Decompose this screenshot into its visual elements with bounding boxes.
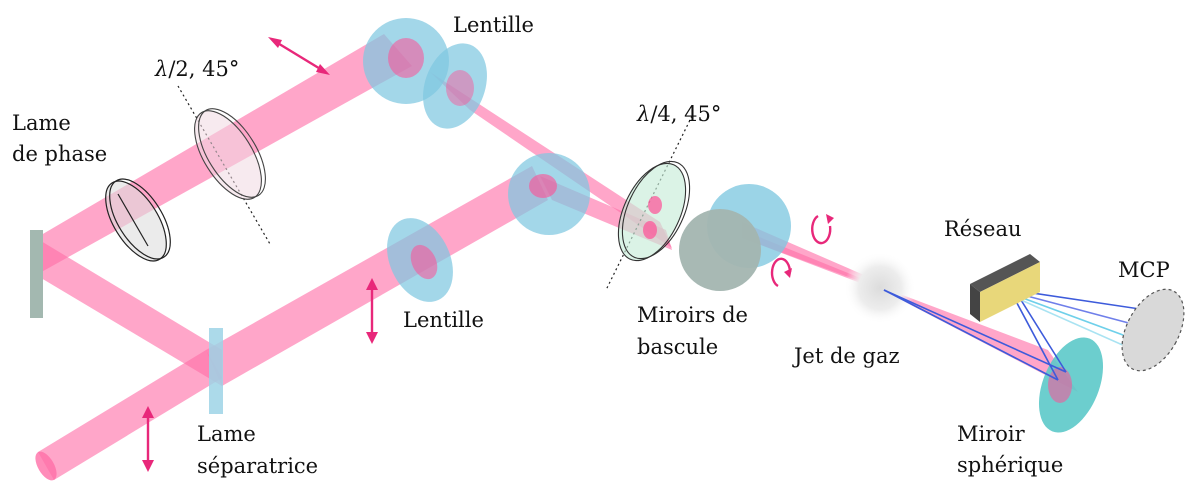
lambda-symbol-2: λ: [637, 102, 650, 126]
label-lentille-top: Lentille: [453, 12, 534, 38]
left-mirror: [30, 230, 43, 318]
label-lame-sep-1: Lame: [197, 421, 256, 447]
label-half-wave-plate: λ/2, 45°: [155, 56, 239, 82]
lower-arm-beam: [206, 166, 548, 386]
label-quarter-wave-plate: λ/4, 45°: [637, 101, 721, 127]
label-lame-phase-2: de phase: [12, 141, 107, 167]
beam-splitter-plate: [209, 328, 223, 414]
right-lens-beam-spot: [529, 174, 557, 198]
label-reseau: Réseau: [944, 216, 1022, 242]
grating: [970, 254, 1040, 322]
label-mcp: MCP: [1118, 257, 1170, 283]
spherical-mirror-spot: [1048, 367, 1072, 403]
label-lame-phase-1: Lame: [12, 110, 71, 136]
label-miroir-sph-1: Miroir: [957, 421, 1025, 447]
top-lens-beam-spot: [388, 38, 424, 78]
split-reflected-beam: [36, 238, 222, 386]
xuv-beams: [884, 290, 1160, 380]
label-miroirs-2: bascule: [637, 334, 718, 360]
gas-jet: [844, 252, 916, 324]
label-lame-sep-2: séparatrice: [197, 453, 318, 479]
top-lens-2-beam-spot: [446, 70, 474, 106]
label-miroirs-1: Miroirs de: [637, 302, 748, 328]
label-lentille-mid: Lentille: [403, 307, 484, 333]
label-jet-de-gaz: Jet de gaz: [794, 343, 900, 369]
label-miroir-sph-2: sphérique: [957, 452, 1063, 478]
lambda-symbol: λ: [155, 57, 168, 81]
tilt-mirror-front: [679, 209, 761, 291]
beams: [36, 34, 1078, 480]
mcp-detector: [1109, 279, 1186, 381]
